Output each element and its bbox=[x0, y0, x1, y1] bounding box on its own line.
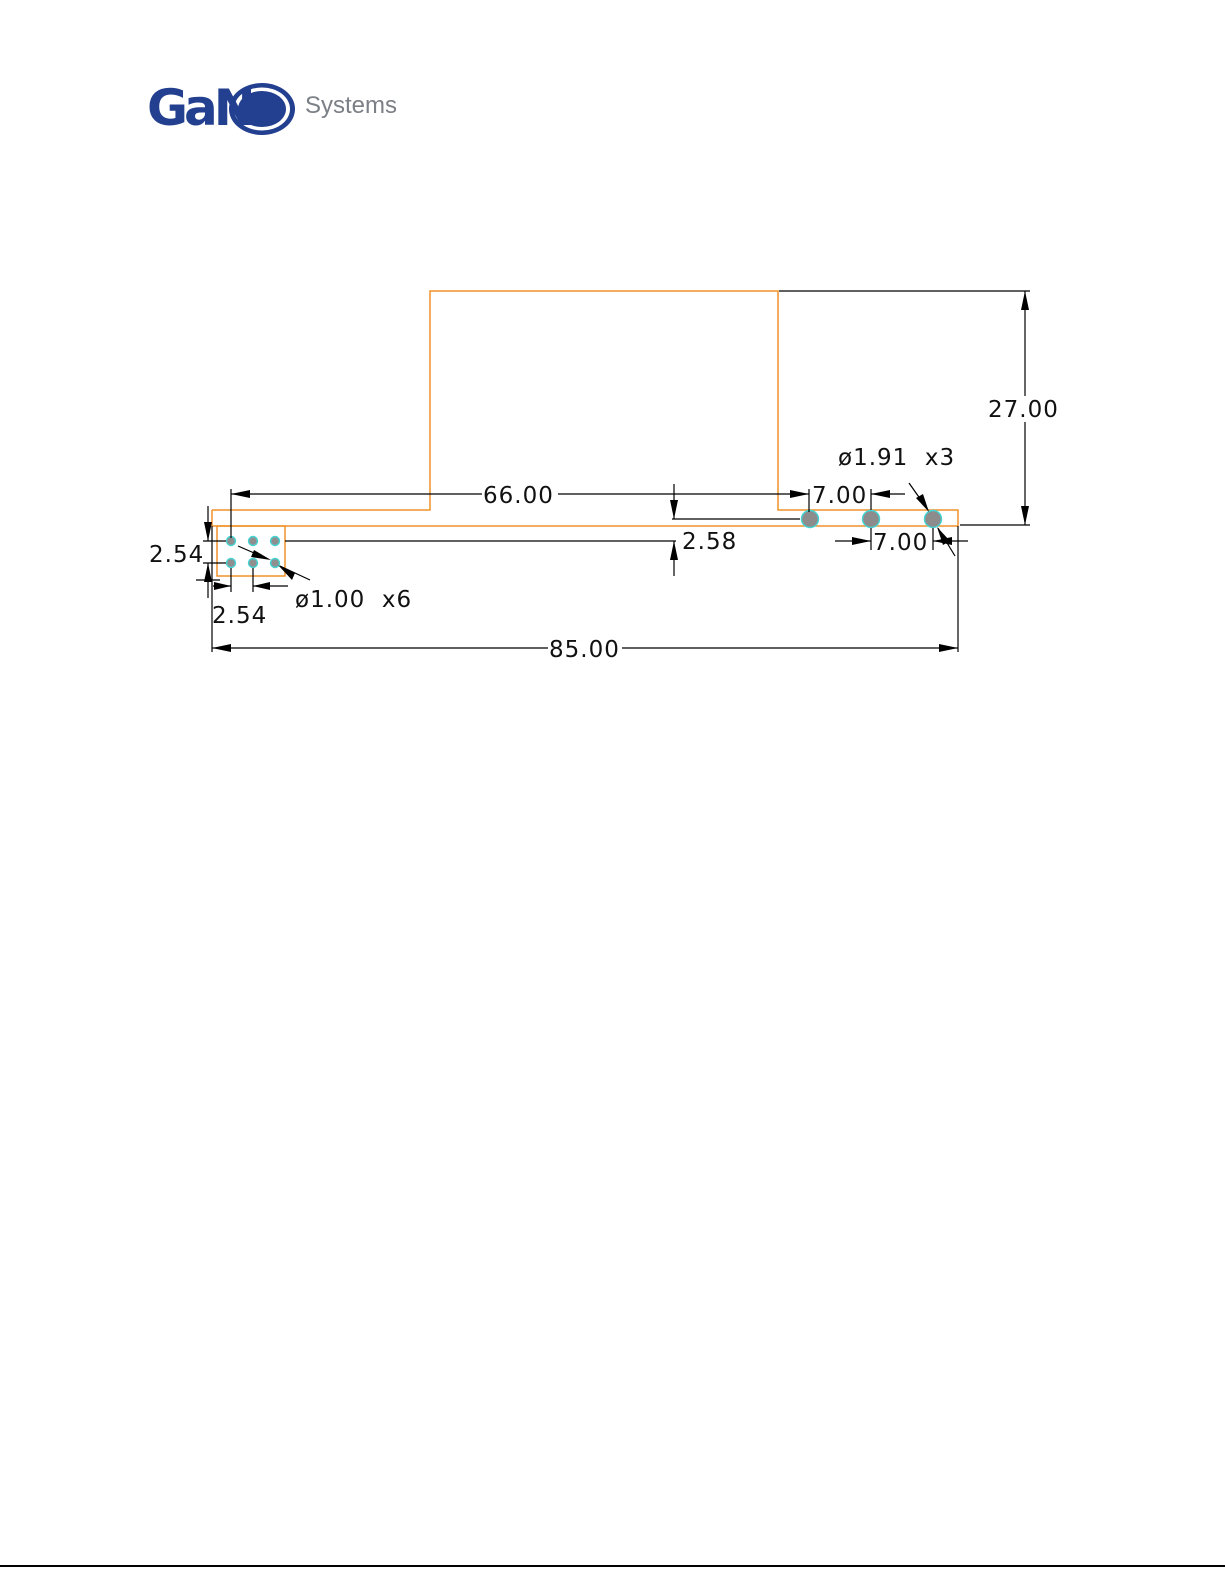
large-hole bbox=[925, 511, 942, 528]
dimension-label-pitch-horizontal: 2.54 bbox=[212, 603, 267, 629]
footer-rule bbox=[0, 1565, 1225, 1567]
dimension-label-length: 66.00 bbox=[483, 483, 554, 509]
dimension-label-pitch-lower: 7.00 bbox=[873, 530, 928, 556]
large-hole bbox=[802, 511, 819, 528]
dimension-label-pitch-vertical: 2.54 bbox=[149, 542, 204, 568]
callout-label-large-holes: ø1.91 x3 bbox=[838, 445, 955, 471]
board-outline bbox=[212, 291, 958, 576]
small-hole bbox=[249, 559, 258, 568]
dimension-label-total: 85.00 bbox=[549, 637, 620, 663]
callout-label-small-holes: ø1.00 x6 bbox=[295, 587, 412, 613]
small-hole bbox=[249, 537, 258, 546]
dimension-label-offset: 2.58 bbox=[682, 529, 737, 555]
small-hole bbox=[271, 559, 280, 568]
large-hole-array bbox=[802, 511, 942, 528]
dimension-pitch-7-upper: 7.00 bbox=[812, 483, 905, 510]
dimension-label-height: 27.00 bbox=[988, 397, 1059, 423]
dimension-pitch-254-horizontal: 2.54 bbox=[212, 568, 288, 629]
large-hole bbox=[863, 511, 880, 528]
small-hole bbox=[271, 537, 280, 546]
dimension-label-pitch-upper: 7.00 bbox=[812, 483, 867, 509]
small-hole bbox=[227, 559, 236, 568]
